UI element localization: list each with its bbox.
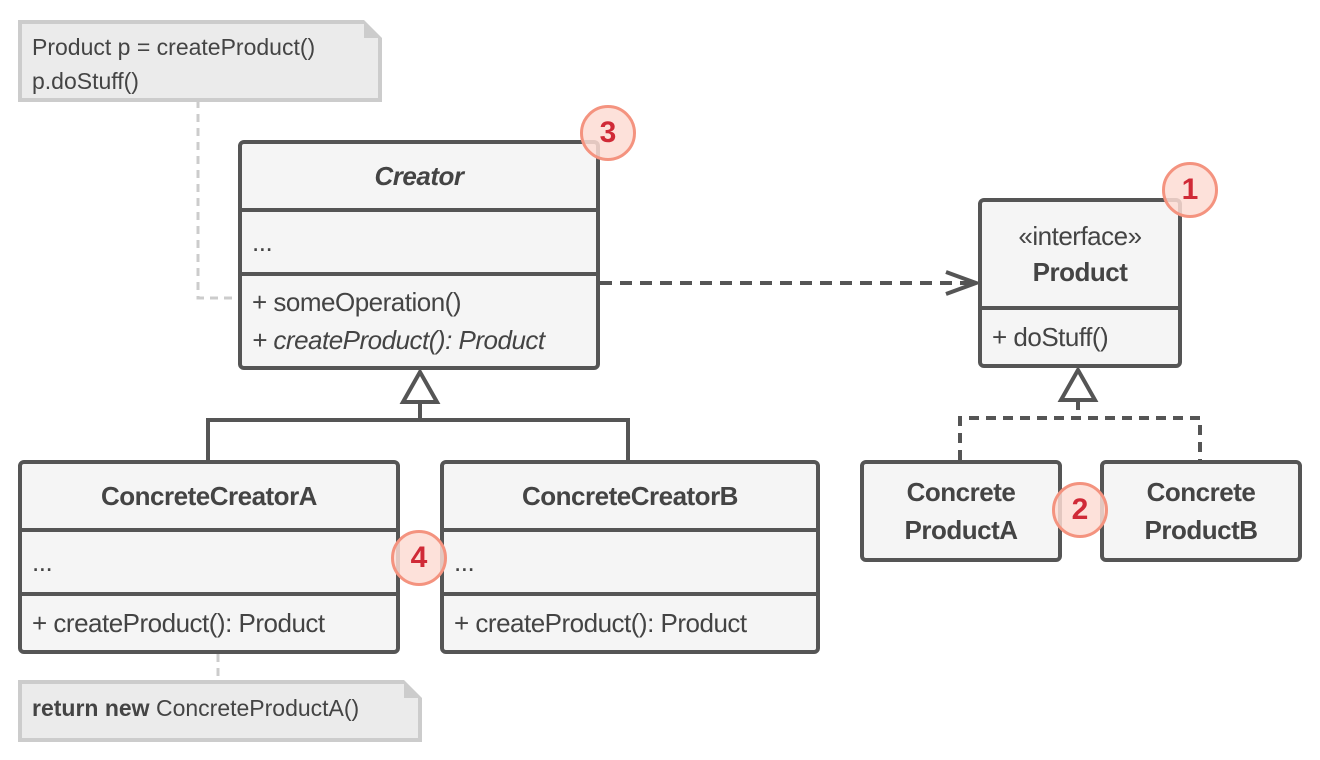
interface-header: «interface» Product xyxy=(982,202,1178,306)
dependency-arrowhead xyxy=(945,270,982,296)
method: + someOperation() xyxy=(252,287,461,317)
note-line: Product p = createProduct() xyxy=(32,34,316,60)
class-method: + createProduct(): Product xyxy=(22,592,396,650)
class-name: Product xyxy=(1032,257,1128,287)
name-line: Concrete xyxy=(906,477,1016,507)
creator-class: Creator ... + someOperation() + createPr… xyxy=(238,140,600,370)
realization-triangle xyxy=(1057,365,1099,402)
concrete-product-a-class: Concrete ProductA xyxy=(860,460,1062,562)
note-keyword: return new xyxy=(32,695,150,721)
name-line: Concrete xyxy=(1146,477,1256,507)
concrete-product-b-class: Concrete ProductB xyxy=(1100,460,1302,562)
class-name: ConcreteCreatorB xyxy=(522,480,738,511)
class-fields: ... xyxy=(22,528,396,592)
class-method: + createProduct(): Product xyxy=(444,592,816,650)
step-badge-4: 4 xyxy=(391,530,447,586)
class-fields: ... xyxy=(444,528,816,592)
concrete-creator-a-class: ConcreteCreatorA ... + createProduct(): … xyxy=(18,460,400,654)
step-badge-2: 2 xyxy=(1052,482,1108,538)
stereotype: «interface» xyxy=(1018,221,1142,251)
client-code-note: Product p = createProduct() p.doStuff() xyxy=(18,20,382,102)
class-name: Concrete ProductB xyxy=(1104,464,1298,558)
step-badge-3: 3 xyxy=(580,105,636,161)
inheritance-lines xyxy=(206,402,630,460)
realization-lines xyxy=(958,400,1202,460)
method: + createProduct(): Product xyxy=(252,325,545,355)
note-fold xyxy=(364,20,382,38)
class-name: Concrete ProductA xyxy=(864,464,1058,558)
class-name: ConcreteCreatorA xyxy=(101,480,317,511)
name-line: ProductB xyxy=(1144,515,1259,545)
name-line: ProductA xyxy=(904,515,1019,545)
class-fields: ... xyxy=(242,208,596,272)
concrete-creator-b-class: ConcreteCreatorB ... + createProduct(): … xyxy=(440,460,820,654)
class-name: Creator xyxy=(374,160,464,191)
class-method: + doStuff() xyxy=(982,306,1178,364)
product-interface: «interface» Product + doStuff() xyxy=(978,198,1182,368)
note-text: ConcreteProductA() xyxy=(149,695,360,721)
note-line: p.doStuff() xyxy=(32,68,139,94)
client-note-link xyxy=(196,100,238,300)
class-methods: + someOperation() + createProduct(): Pro… xyxy=(242,272,596,366)
inheritance-triangle xyxy=(399,367,441,404)
note-fold xyxy=(404,680,422,698)
step-badge-1: 1 xyxy=(1162,162,1218,218)
factory-code-note: return new ConcreteProductA() xyxy=(18,680,422,742)
